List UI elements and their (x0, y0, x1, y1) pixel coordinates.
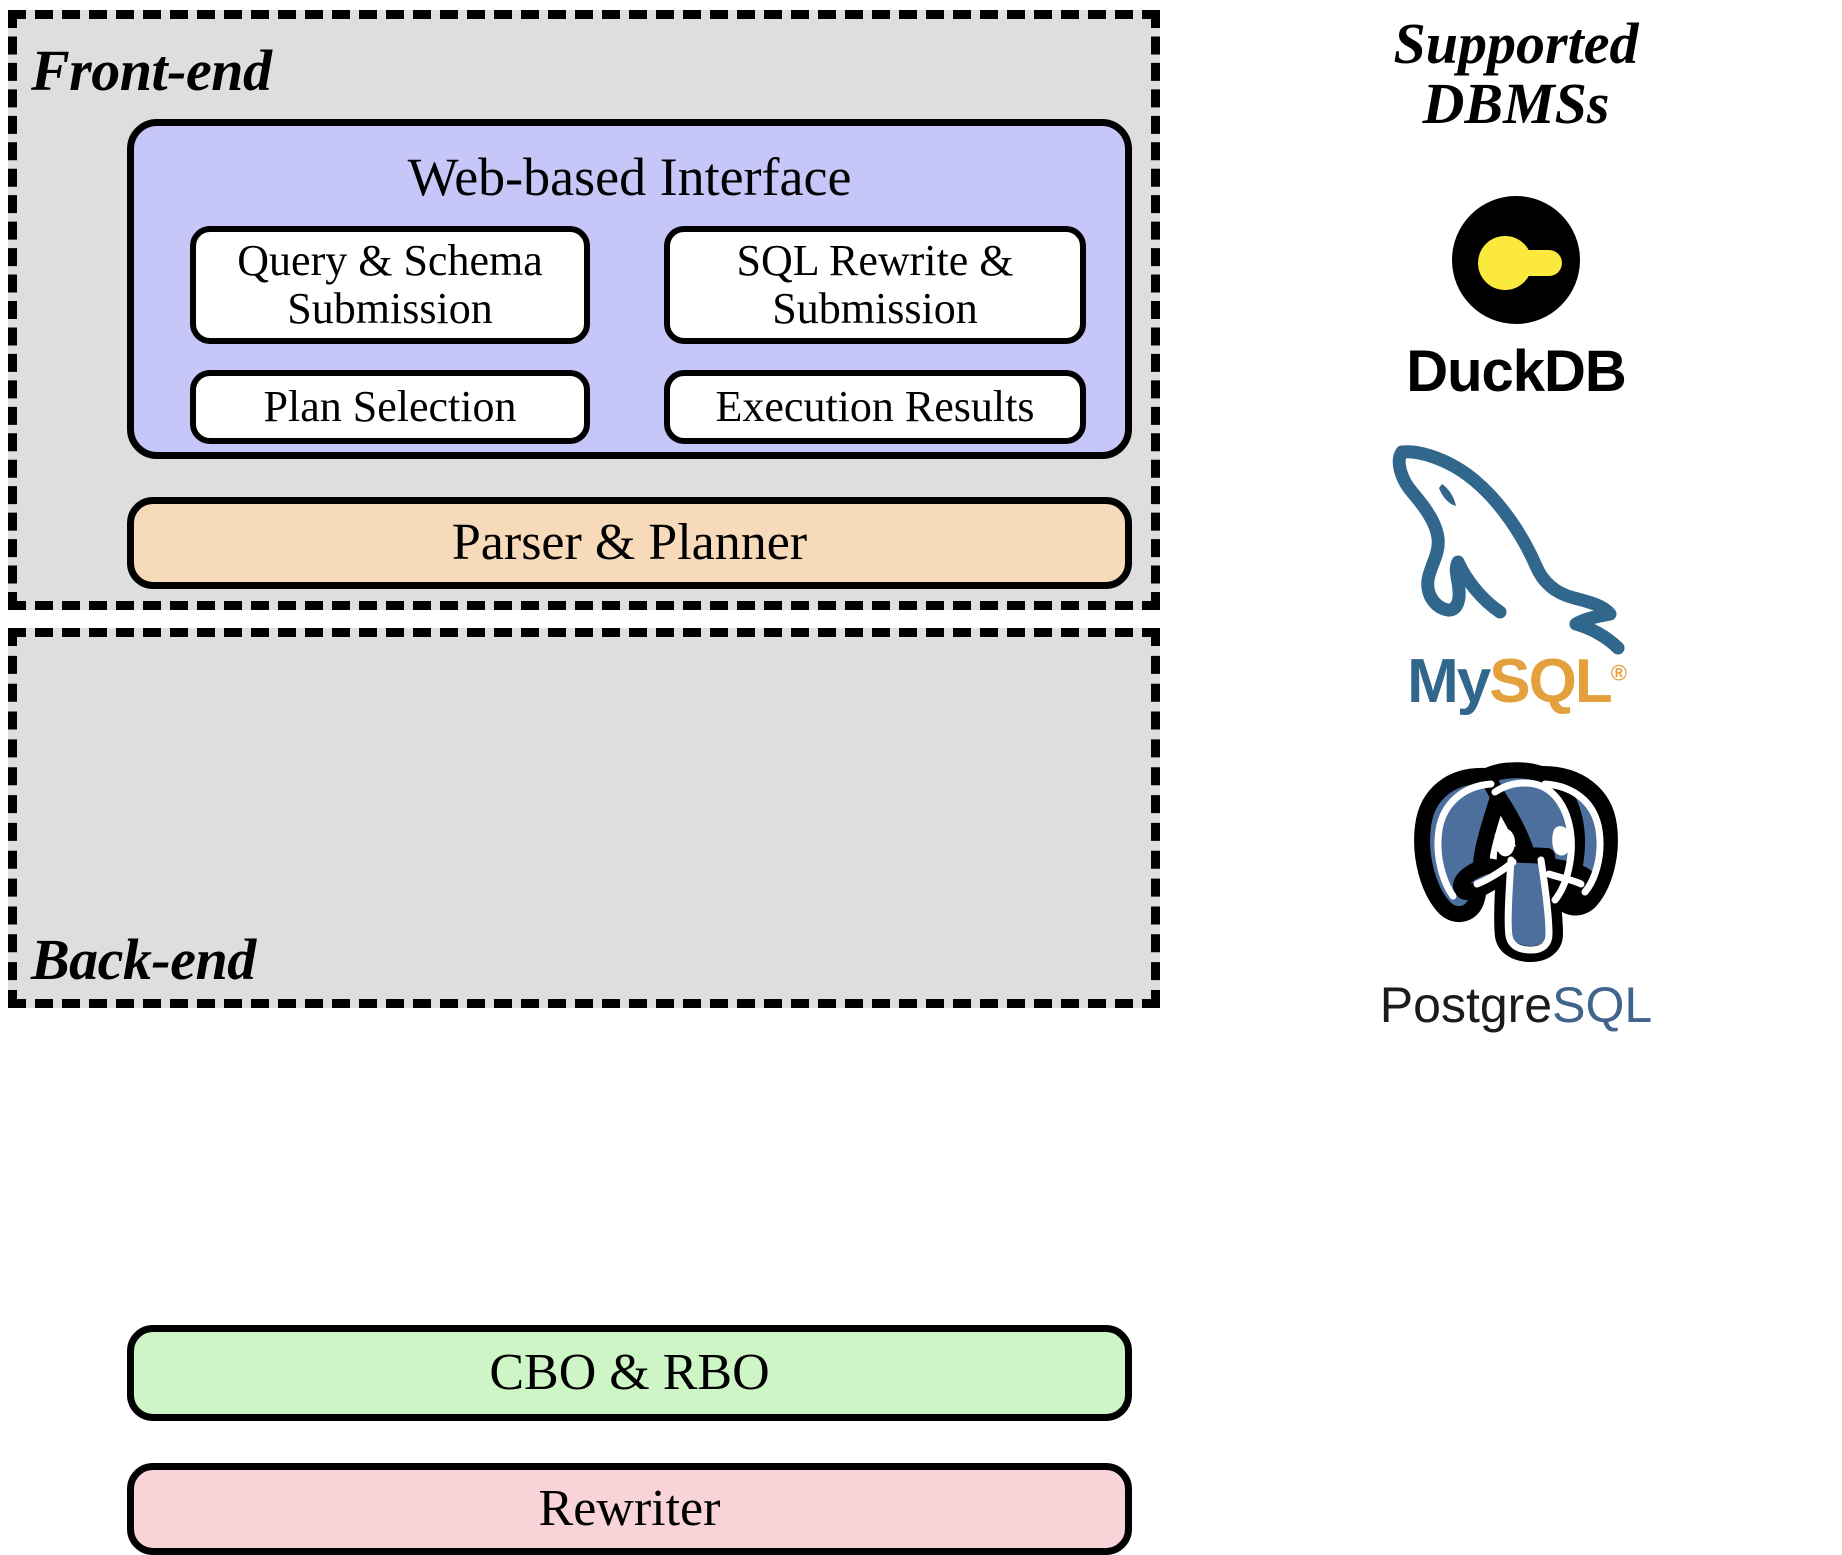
back-end-tier-label: Back-end (31, 927, 256, 992)
cbo-rbo-block[interactable]: CBO & RBO (127, 1325, 1132, 1421)
query-schema-submission-box[interactable]: Query & Schema Submission (190, 226, 590, 344)
postgresql-wordmark: PostgreSQL (1190, 976, 1842, 1034)
supported-dbms-title-line2: DBMSs (1422, 71, 1610, 137)
back-end-tier: CBO & RBO Rewriter Back-end (8, 628, 1160, 1555)
dbms-entry-duckdb[interactable]: DuckDB (1190, 196, 1842, 405)
plan-selection-box[interactable]: Plan Selection (190, 370, 590, 444)
front-end-tier: Front-end Web-based Interface Query & Sc… (8, 10, 1160, 610)
duckdb-beak-shape (1528, 250, 1562, 276)
mysql-registered-mark: ® (1610, 660, 1627, 686)
web-based-interface-block: Web-based Interface Query & Schema Submi… (127, 119, 1132, 459)
mysql-dolphin-icon (1392, 445, 1625, 655)
duckdb-logo-icon (1452, 196, 1580, 324)
front-end-tier-label: Front-end (31, 38, 272, 103)
postgresql-elephant-icon (1414, 762, 1618, 962)
postgresql-wordmark-sql: SQL (1552, 977, 1653, 1033)
web-based-interface-title: Web-based Interface (407, 147, 852, 207)
dbms-entry-mysql[interactable]: MySQL® (1190, 430, 1842, 717)
mysql-wordmark-sql: SQL (1489, 647, 1612, 716)
rewriter-block[interactable]: Rewriter (127, 1463, 1132, 1555)
mysql-wordmark-my: My (1407, 647, 1491, 716)
supported-dbms-title-line1: Supported (1393, 11, 1639, 76)
execution-results-box[interactable]: Execution Results (664, 370, 1086, 444)
supported-dbms-column: Supported DBMSs DuckDB MySQL® (1190, 0, 1842, 1200)
duckdb-wordmark: DuckDB (1406, 339, 1627, 404)
architecture-column: Front-end Web-based Interface Query & Sc… (8, 10, 1170, 1555)
sql-rewrite-submission-box[interactable]: SQL Rewrite & Submission (664, 226, 1086, 344)
parser-planner-block[interactable]: Parser & Planner (127, 497, 1132, 589)
mysql-wordmark: MySQL® (1190, 646, 1842, 717)
dbms-entry-postgresql[interactable]: PostgreSQL (1190, 750, 1842, 1034)
supported-dbms-title: Supported DBMSs (1190, 11, 1842, 137)
diagram-canvas: Front-end Web-based Interface Query & Sc… (8, 0, 1842, 1555)
postgresql-wordmark-postgre: Postgre (1379, 977, 1553, 1033)
duckdb-eye-shape (1478, 236, 1532, 290)
